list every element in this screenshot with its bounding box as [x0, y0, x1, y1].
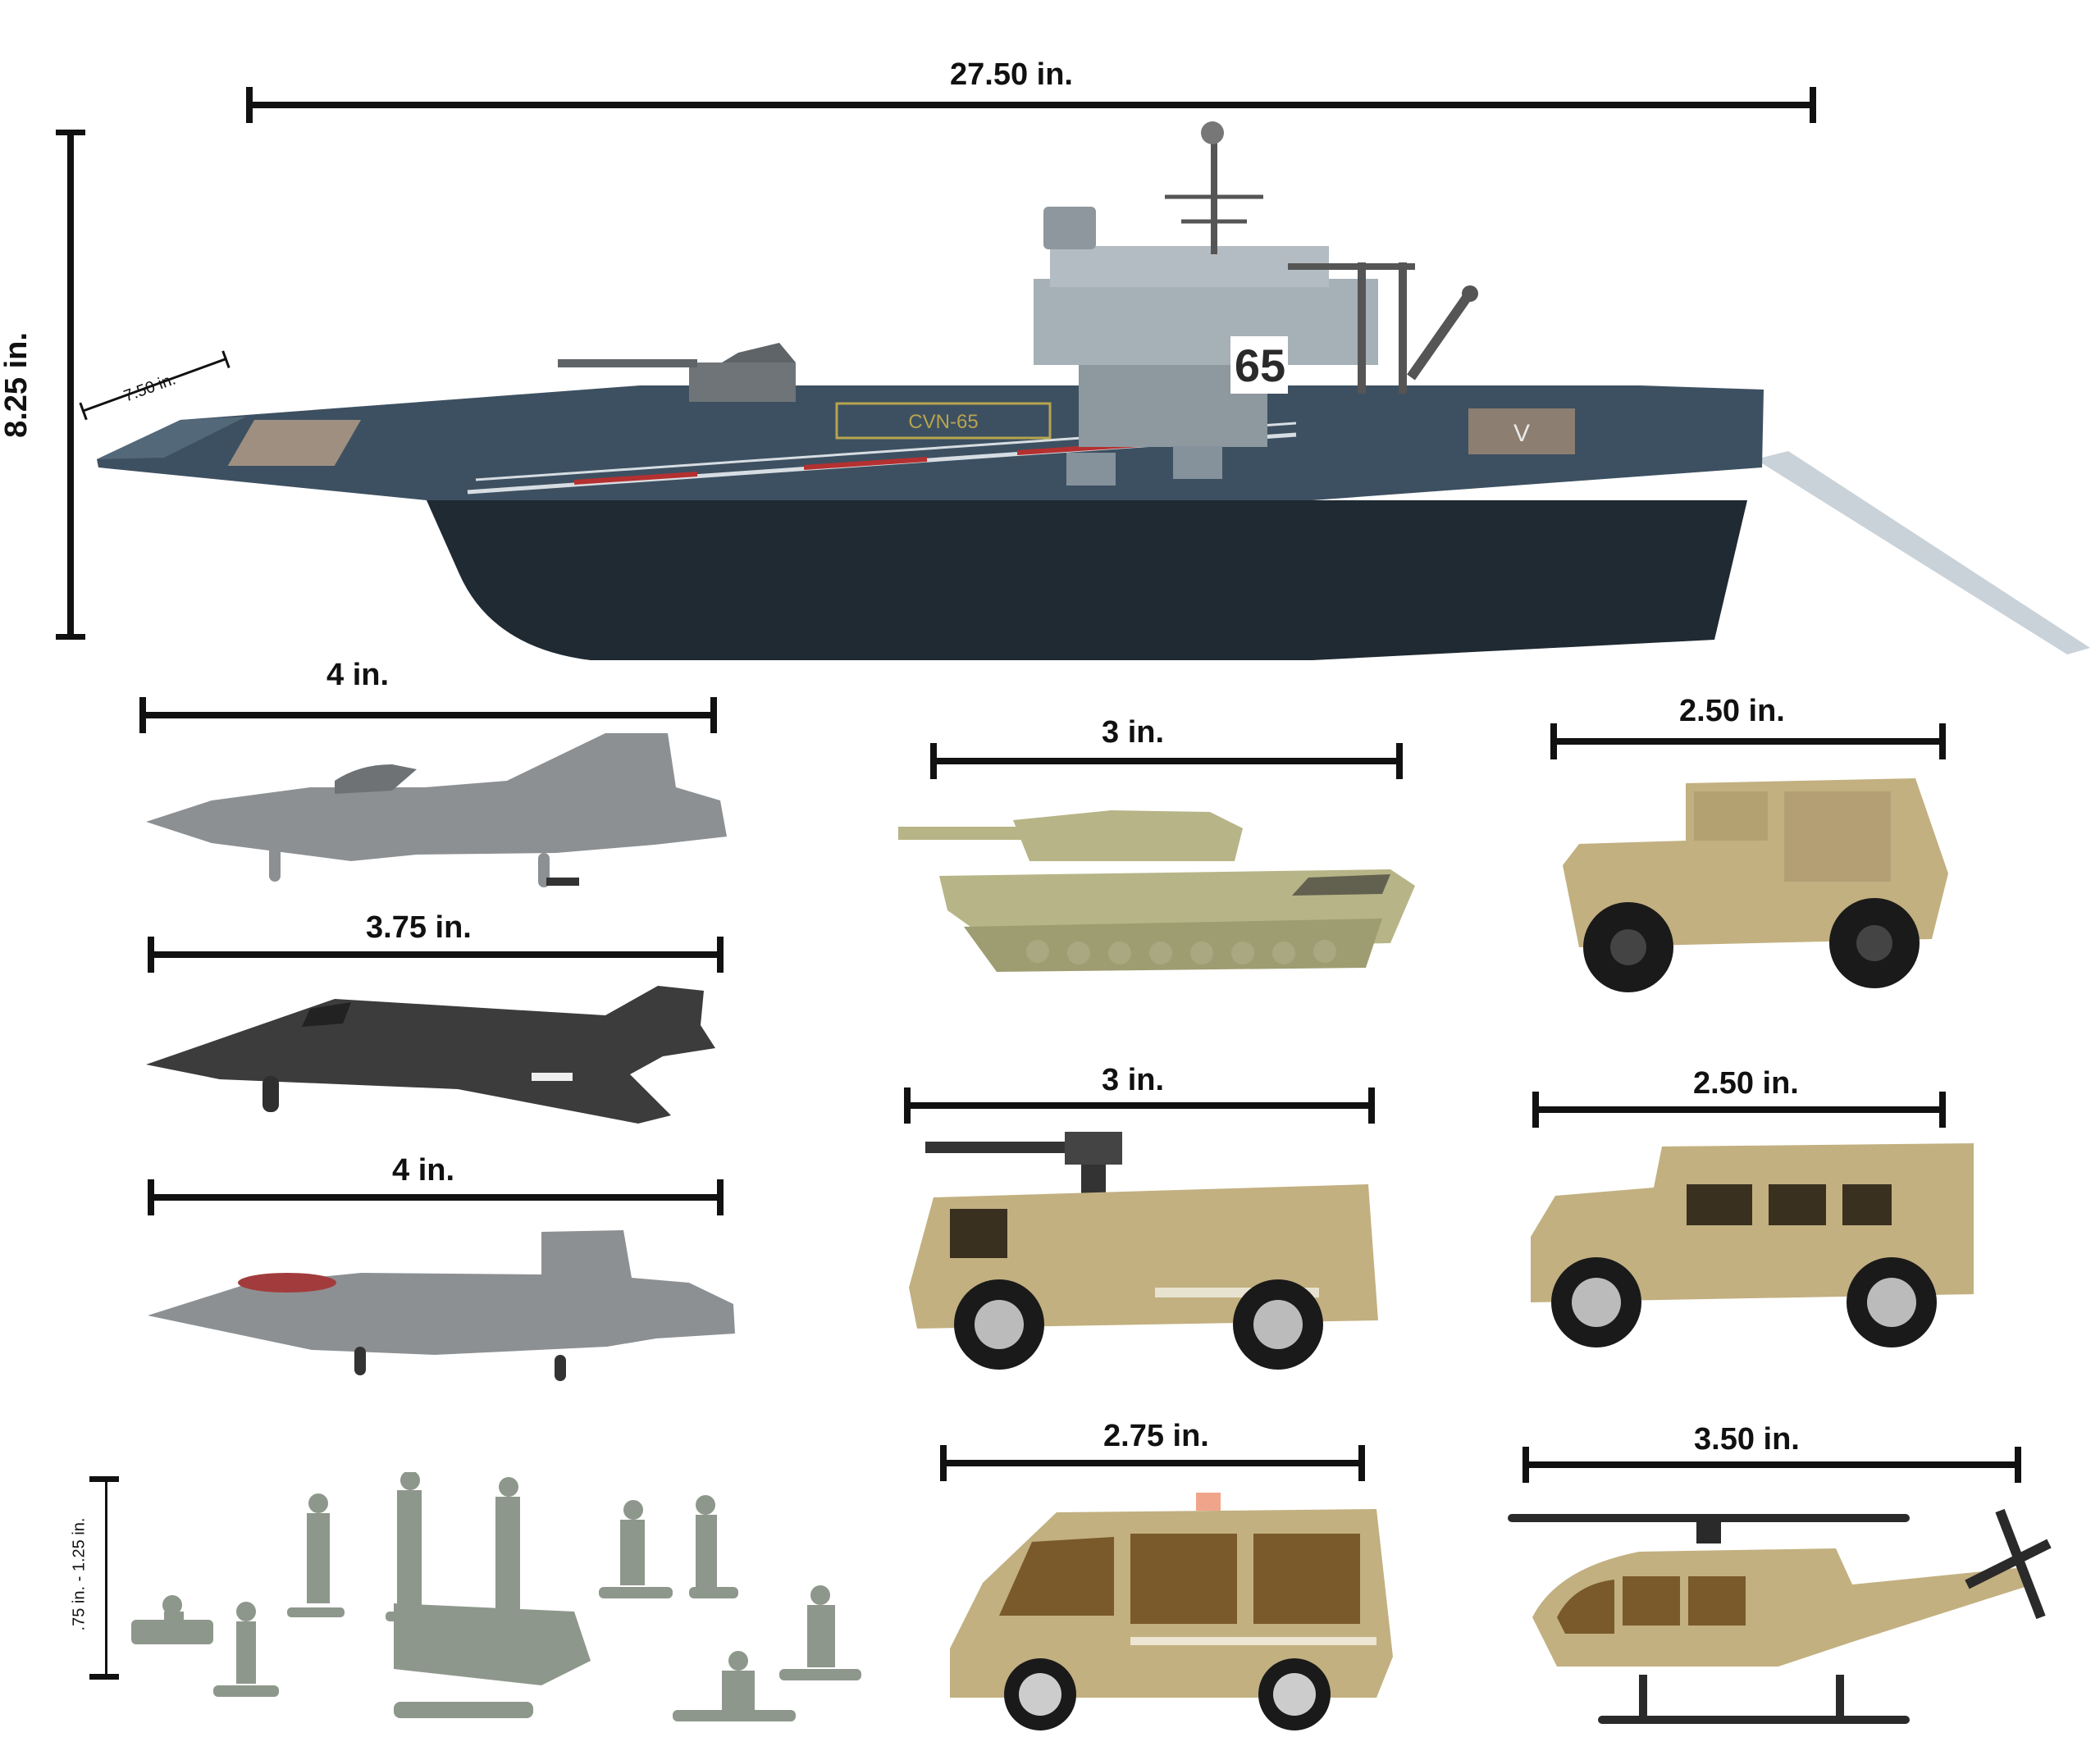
aircraft-carrier: V CVN-65 65 [82, 115, 2100, 673]
firetruck-dimension-line [904, 1087, 1375, 1124]
heli-label: 3.50 in. [1694, 1422, 1800, 1457]
firetruck-label: 3 in. [1102, 1063, 1165, 1097]
carrier-length-dimension-line [246, 87, 1816, 123]
jeep-dimension-line [1550, 723, 1946, 759]
heli-dimension-line [1522, 1447, 2021, 1483]
humvee [1531, 1138, 1974, 1352]
cannon-truck [909, 1124, 1378, 1376]
carrier-height-label: 8.25 in. [0, 332, 34, 438]
jet1-dimension-line [139, 697, 717, 733]
soldiers-dimension-line [89, 1476, 119, 1680]
soldier-figures [131, 1472, 870, 1739]
svg-text:V: V [1513, 420, 1530, 447]
jet1-label: 4 in. [326, 658, 390, 692]
carrier-length-label: 27.50 in. [950, 57, 1073, 92]
stealth-dimension-line [148, 937, 724, 973]
humvee-dimension-line [1532, 1092, 1946, 1128]
stealth-jet [146, 984, 725, 1130]
tank-label: 3 in. [1102, 715, 1165, 750]
hull-number: 65 [1235, 340, 1285, 391]
van-label: 2.75 in. [1103, 1419, 1209, 1453]
deck-text: CVN-65 [908, 411, 978, 433]
van-dimension-line [940, 1445, 1365, 1481]
jeep-label: 2.50 in. [1679, 694, 1785, 728]
jeep [1563, 775, 1948, 996]
tank [898, 804, 1415, 984]
humvee-label: 2.50 in. [1693, 1066, 1799, 1101]
van [950, 1493, 1393, 1730]
fighter-jet-grey [146, 722, 728, 910]
fighter-jet-raptor [148, 1224, 735, 1388]
stealth-label: 3.75 in. [366, 910, 472, 945]
jet2-label: 4 in. [392, 1153, 455, 1188]
helicopter [1508, 1494, 2052, 1732]
tank-dimension-line [930, 743, 1403, 779]
jet2-dimension-line [148, 1179, 724, 1215]
soldiers-label: .75 in. - 1.25 in. [70, 1517, 89, 1631]
carrier-height-dimension-line [56, 130, 85, 640]
